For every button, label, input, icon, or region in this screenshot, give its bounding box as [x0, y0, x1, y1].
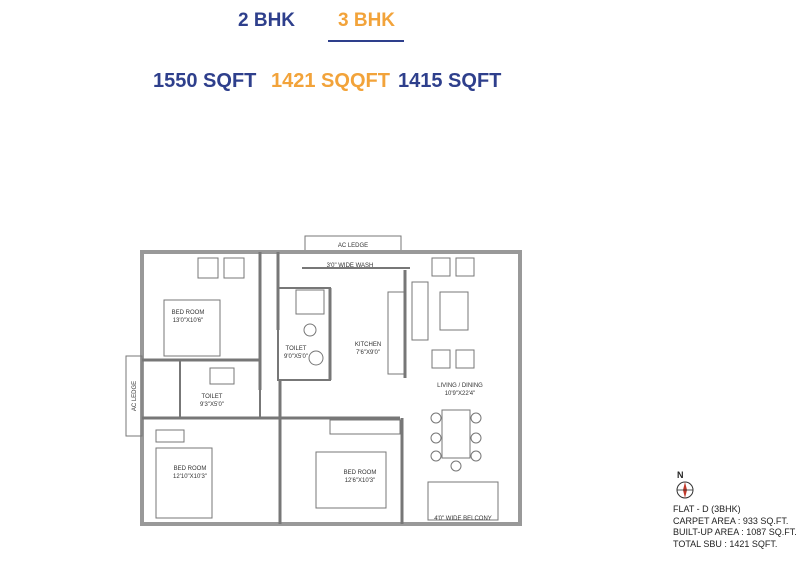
tab-3bhk[interactable]: 3 BHK: [338, 10, 396, 31]
label-toilet1: TOILET: [286, 346, 307, 352]
label-toilet2-dim: 9'3"X5'0": [200, 402, 224, 408]
sofa: [411, 281, 429, 341]
label-living-dim: 10'9"X22'4": [445, 391, 476, 397]
label-bed1-dim: 13'0"X10'6": [173, 318, 204, 324]
bed-2: [155, 447, 213, 519]
coffee-table: [439, 291, 469, 331]
compass-icon: N: [676, 470, 694, 499]
floor-plan: AC LEDGE 3'0" WIDE WASH BED ROOM 13'0"X1…: [125, 235, 522, 526]
bed-3: [315, 451, 387, 509]
label-living: LIVING / DINING: [437, 383, 483, 389]
toilet-2-walls: [179, 359, 261, 419]
bhk-tabs: 2 BHK 3 BHK: [0, 0, 800, 44]
label-balcony: 4'0" WIDE BELCONY: [434, 516, 492, 522]
size-option-1421[interactable]: 1421 SQQFT: [271, 70, 390, 92]
active-tab-underline: [328, 40, 404, 42]
kitchen-counter: [387, 291, 405, 375]
dining-table: [441, 409, 471, 459]
compass-north-label: N: [677, 470, 684, 480]
label-bed2-dim: 12'10"X10'3": [173, 474, 207, 480]
ac-ledge-left: [125, 355, 143, 437]
label-kitchen: KITCHEN: [355, 342, 381, 348]
label-bed3: BED ROOM: [344, 470, 377, 476]
label-toilet2: TOILET: [202, 394, 223, 400]
label-ac-ledge-top: AC LEDGE: [338, 243, 368, 249]
size-options: 1550 SQFT 1421 SQQFT 1415 SQFT: [0, 70, 800, 100]
tab-2bhk[interactable]: 2 BHK: [238, 10, 296, 31]
label-bed3-dim: 12'6"X10'3": [345, 478, 376, 484]
total-sbu: TOTAL SBU : 1421 SQFT.: [673, 538, 778, 549]
size-option-1550[interactable]: 1550 SQFT: [153, 70, 257, 92]
label-bed2: BED ROOM: [174, 466, 207, 472]
label-bed1: BED ROOM: [172, 310, 205, 316]
toilet-1-walls: [277, 287, 331, 381]
bed-1: [163, 299, 221, 357]
size-option-1415[interactable]: 1415 SQFT: [398, 70, 502, 92]
flat-type: FLAT - D (3BHK): [673, 504, 741, 514]
balcony-rail: [427, 481, 499, 521]
label-toilet1-dim: 9'0"X5'0": [284, 354, 308, 360]
label-kitchen-dim: 7'6"X9'0": [356, 350, 380, 356]
label-ac-ledge-left: AC LEDGE: [132, 381, 138, 411]
builtup-area: BUILT-UP AREA : 1087 SQ.FT.: [673, 527, 797, 537]
carpet-area: CARPET AREA : 933 SQ.FT.: [673, 515, 789, 526]
label-wash: 3'0" WIDE WASH: [327, 263, 374, 269]
